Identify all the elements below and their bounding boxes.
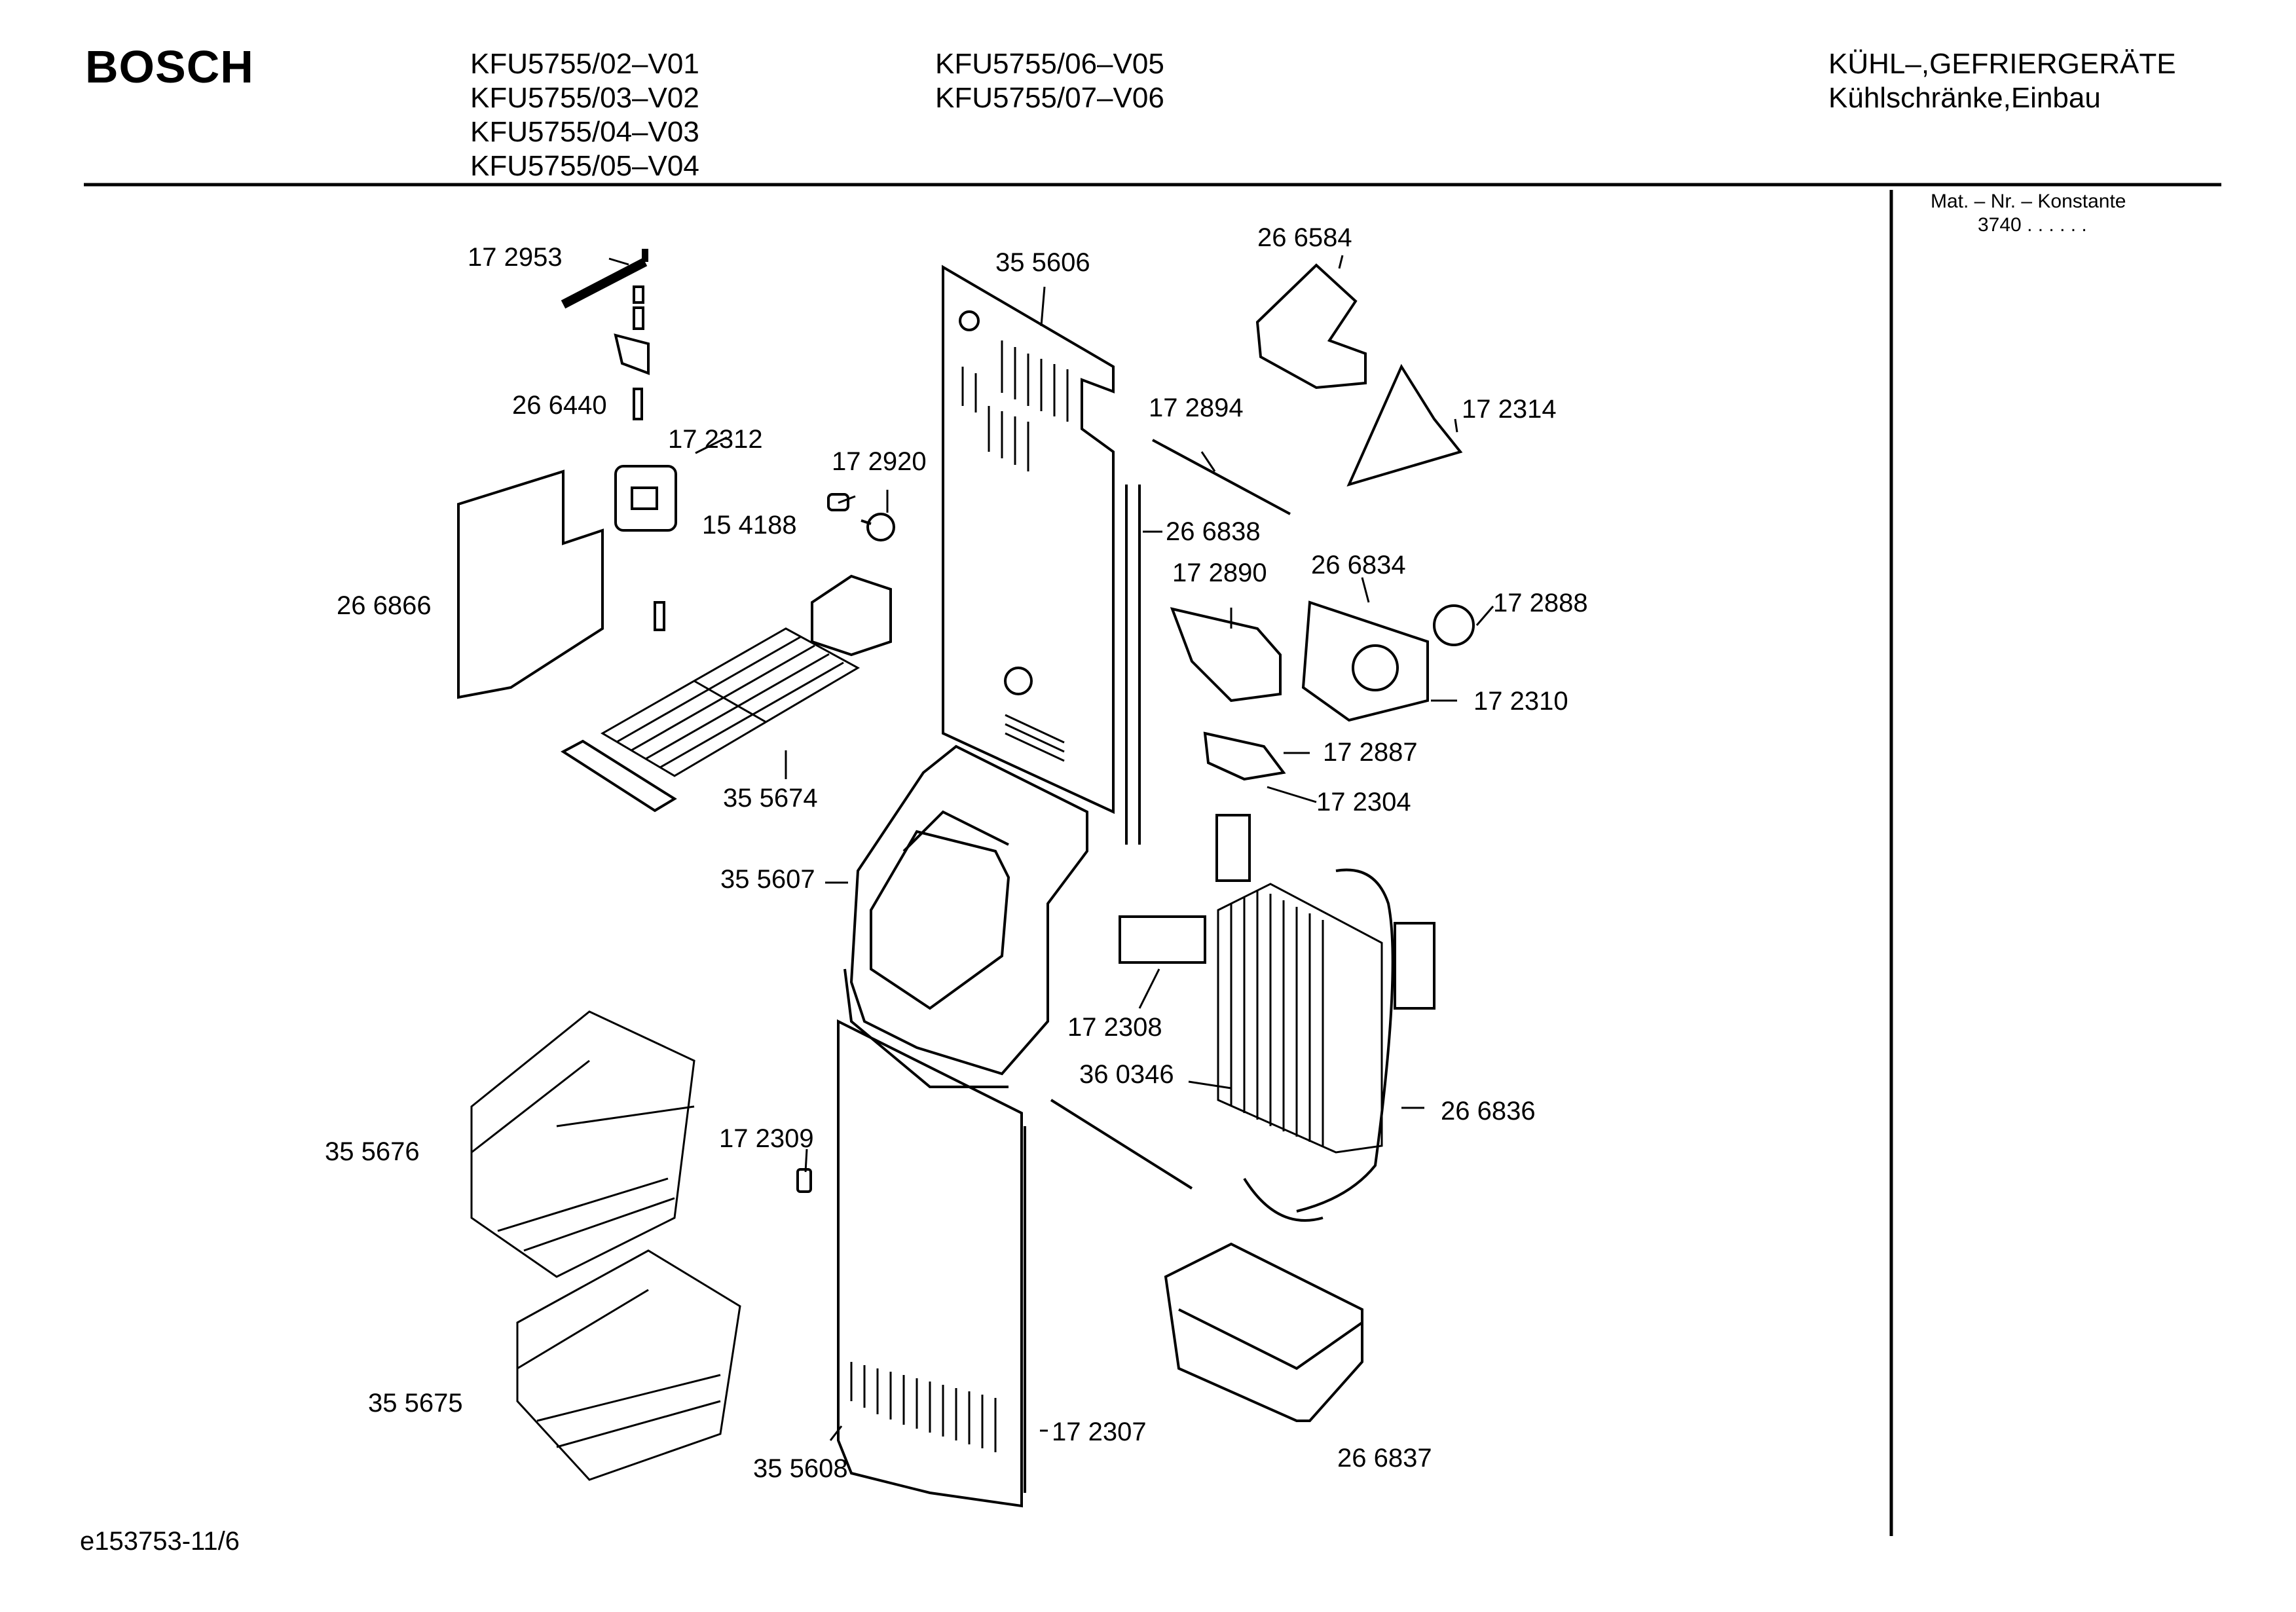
part-label: 17 2894 bbox=[1149, 394, 1244, 422]
pivot-rod-drawing bbox=[561, 249, 650, 420]
model-number: KFU5755/05–V04 bbox=[470, 150, 699, 182]
part-label: 17 2953 bbox=[468, 243, 563, 272]
model-number: KFU5755/06–V05 bbox=[935, 48, 1164, 80]
part-label: 17 2310 bbox=[1473, 687, 1568, 716]
part-label: 26 6836 bbox=[1441, 1097, 1536, 1126]
part-label: 35 5607 bbox=[720, 865, 815, 894]
model-list-2: KFU5755/06–V05 KFU5755/07–V06 bbox=[935, 47, 1164, 115]
pin-drawing bbox=[796, 1168, 812, 1193]
model-list-1: KFU5755/02–V01 KFU5755/03–V02 KFU5755/04… bbox=[470, 47, 699, 183]
cover-plate-drawing bbox=[1170, 607, 1282, 703]
part-label: 17 2314 bbox=[1462, 395, 1557, 424]
lower-basket-drawing bbox=[516, 1249, 741, 1481]
part-label: 17 2887 bbox=[1323, 738, 1418, 767]
shelf-rail-drawing bbox=[561, 739, 677, 813]
drain-pipe-drawing bbox=[1243, 1177, 1324, 1222]
part-label: 35 5674 bbox=[723, 784, 818, 813]
upper-basket-drawing bbox=[470, 1010, 695, 1278]
model-number: KFU5755/07–V06 bbox=[935, 82, 1164, 114]
evaporator-drawing bbox=[1217, 883, 1383, 1154]
evaporator-bracket-drawing bbox=[1394, 922, 1435, 1010]
material-label: Mat. – Nr. – Konstante bbox=[1931, 191, 2126, 212]
part-label: 17 2307 bbox=[1052, 1418, 1147, 1446]
lamp-socket-drawing bbox=[827, 493, 849, 511]
part-label: 15 4188 bbox=[702, 511, 797, 540]
fan-blade-drawing bbox=[1433, 604, 1475, 646]
part-label: 17 2920 bbox=[832, 447, 927, 476]
category-title: KÜHL–,GEFRIERGERÄTE bbox=[1828, 48, 2176, 80]
fan-housing-drawing bbox=[1301, 600, 1429, 722]
wire-shelf-drawing bbox=[601, 627, 861, 777]
part-label: 36 0346 bbox=[1079, 1060, 1174, 1089]
part-label: 26 6834 bbox=[1311, 551, 1406, 579]
model-number: KFU5755/04–V03 bbox=[470, 116, 699, 148]
switch-drawing bbox=[614, 465, 677, 532]
part-label: 17 2312 bbox=[668, 425, 763, 454]
seal-strip bbox=[1152, 439, 1291, 515]
spacer-drawing bbox=[654, 601, 665, 631]
gasket-drawing bbox=[1346, 363, 1463, 487]
air-duct-drawing bbox=[843, 744, 1088, 1088]
heater-wire-drawing bbox=[1296, 868, 1394, 1213]
part-label: 26 6866 bbox=[337, 591, 432, 620]
model-number: KFU5755/03–V02 bbox=[470, 82, 699, 114]
part-label: 26 6838 bbox=[1166, 517, 1261, 546]
category-subtitle: Kühlschränke,Einbau bbox=[1828, 82, 2101, 114]
thermostat-drawing bbox=[1203, 731, 1286, 781]
bracket-drawing bbox=[1215, 814, 1251, 882]
part-label: 17 2890 bbox=[1172, 559, 1267, 587]
part-label: 35 5676 bbox=[325, 1137, 420, 1166]
part-label: 17 2304 bbox=[1316, 788, 1411, 816]
housing-drawing bbox=[1255, 263, 1367, 390]
seal-strip bbox=[1050, 1099, 1193, 1190]
part-label: 26 6584 bbox=[1257, 223, 1352, 252]
model-number: KFU5755/02–V01 bbox=[470, 48, 699, 80]
document-id: e153753-11/6 bbox=[80, 1527, 240, 1556]
material-number-block: Mat. – Nr. – Konstante 3740 . . . . . . bbox=[1931, 190, 2126, 237]
material-value: 3740 . . . . . . bbox=[1978, 214, 2087, 236]
lower-cover-drawing bbox=[837, 1019, 1023, 1508]
lamp-cover-drawing bbox=[811, 574, 892, 657]
part-label: 35 5608 bbox=[753, 1454, 848, 1483]
drip-tray-drawing bbox=[1164, 1242, 1363, 1422]
brand-logo: BOSCH bbox=[85, 41, 254, 92]
part-label: 26 6837 bbox=[1337, 1444, 1432, 1473]
part-label: 17 2888 bbox=[1493, 589, 1588, 617]
part-label: 35 5675 bbox=[368, 1389, 463, 1418]
category-block: KÜHL–,GEFRIERGERÄTE Kühlschränke,Einbau bbox=[1828, 47, 2176, 115]
part-labels: 17 2953 26 6440 17 2312 26 6866 15 4188 … bbox=[325, 223, 1588, 1483]
part-label: 17 2309 bbox=[719, 1124, 814, 1153]
part-label: 26 6440 bbox=[512, 391, 607, 420]
block-drawing bbox=[1119, 915, 1206, 964]
part-label: 17 2308 bbox=[1067, 1013, 1162, 1042]
rear-panel-drawing bbox=[942, 265, 1115, 815]
bulb-drawing bbox=[866, 513, 895, 541]
side-panel-drawing bbox=[457, 469, 604, 699]
part-label: 35 5606 bbox=[995, 248, 1090, 277]
